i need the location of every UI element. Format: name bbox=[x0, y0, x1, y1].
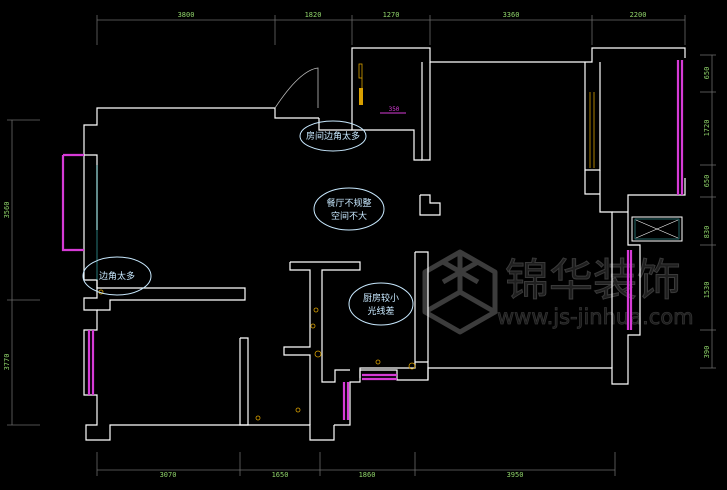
walls bbox=[83, 47, 686, 441]
dim-top-5: 2200 bbox=[630, 11, 647, 19]
note-kitchen-line1: 厨房较小 bbox=[363, 292, 399, 304]
annotation-bubble bbox=[348, 282, 414, 326]
dim-right-2: 1720 bbox=[703, 120, 711, 137]
note-living-line1: 餐厅不规整 bbox=[326, 197, 371, 209]
dim-bottom-1: 3070 bbox=[160, 471, 177, 479]
dim-right-4: 830 bbox=[703, 226, 711, 239]
watermark-logo bbox=[422, 249, 498, 335]
dimension-lines bbox=[7, 15, 716, 476]
dim-top-4: 3360 bbox=[503, 11, 520, 19]
dim-bottom-3: 1860 bbox=[359, 471, 376, 479]
annotation-kitchen: 厨房较小 光线差 bbox=[348, 282, 414, 326]
annotation-room-corners: 房间边角太多 bbox=[299, 120, 367, 152]
aircon-box bbox=[631, 216, 683, 242]
annotation-living: 餐厅不规整 空间不大 bbox=[313, 187, 385, 231]
dim-left-1: 3560 bbox=[3, 202, 11, 219]
fixtures bbox=[98, 289, 416, 421]
dim-bottom-2: 1650 bbox=[272, 471, 289, 479]
annotation-corners: 边角太多 bbox=[82, 256, 152, 296]
note-kitchen-line2: 光线差 bbox=[367, 305, 394, 317]
watermark-url: www.js-jinhua.com bbox=[497, 305, 694, 329]
dim-top-2: 1820 bbox=[305, 11, 322, 19]
note-room-corners: 房间边角太多 bbox=[306, 130, 360, 142]
dim-right-5: 1530 bbox=[703, 282, 711, 299]
dim-right-1: 650 bbox=[703, 67, 711, 80]
door-leaf-small bbox=[358, 63, 363, 79]
note-corners: 边角太多 bbox=[99, 270, 135, 282]
dim-bottom-4: 3950 bbox=[507, 471, 524, 479]
dim-top-3: 1270 bbox=[383, 11, 400, 19]
dim-right-6: 390 bbox=[703, 346, 711, 359]
dim-right-3: 650 bbox=[703, 175, 711, 188]
dim-left-2: 3770 bbox=[3, 354, 11, 371]
watermark-chinese: 锦华装饰 bbox=[505, 255, 681, 306]
door-leaves: 350 bbox=[358, 63, 595, 168]
annotation-bubble bbox=[299, 120, 367, 152]
annotation-bubble bbox=[82, 256, 152, 296]
annotation-bubble bbox=[313, 187, 385, 231]
note-living-line2: 空间不大 bbox=[331, 210, 367, 222]
door-leaf-upper bbox=[359, 88, 363, 105]
windows bbox=[61, 60, 684, 420]
dim-top-1: 3800 bbox=[178, 11, 195, 19]
threshold-dim: 350 bbox=[389, 106, 400, 113]
watermark: 锦华装饰 www.js-jinhua.com bbox=[422, 249, 694, 335]
